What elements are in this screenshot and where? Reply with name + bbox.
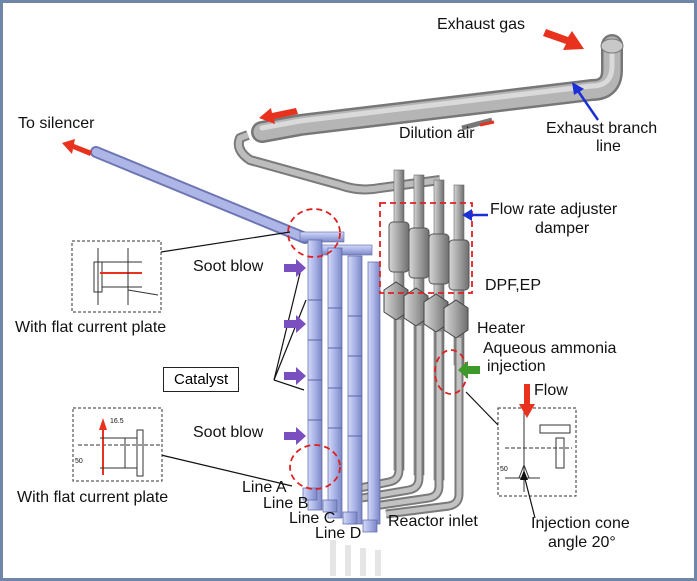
label-exhaust-gas: Exhaust gas <box>437 16 526 33</box>
inset-dim-2: 50 <box>75 458 83 465</box>
inset-dim-3: 50 <box>500 466 508 473</box>
label-dpf-ep: DPF,EP <box>485 277 542 294</box>
label-damper: damper <box>535 220 590 237</box>
flow-arrow <box>519 404 535 418</box>
dilution-pipe <box>233 117 493 195</box>
label-exhaust-branch: Exhaust branch <box>546 120 658 137</box>
silencer-pipe <box>90 146 311 244</box>
inset-top <box>71 240 162 313</box>
injection-arrow <box>458 361 480 379</box>
gray-branch-pipes <box>349 169 470 519</box>
label-catalyst: Catalyst <box>163 367 240 392</box>
soot-blow-arrow-3 <box>284 367 306 385</box>
label-injection: injection <box>487 358 546 375</box>
main-pipe-flow-arrow <box>259 108 298 124</box>
label-heater: Heater <box>477 320 526 337</box>
label-dilution-air: Dilution air <box>399 125 475 142</box>
label-flow-rate-adjuster: Flow rate adjuster <box>490 201 618 218</box>
label-flat-plate-top: With flat current plate <box>15 319 167 336</box>
label-soot-blow-top: Soot blow <box>193 258 264 275</box>
label-flat-plate-bottom: With flat current plate <box>17 489 169 506</box>
label-cone-angle: angle 20° <box>548 534 616 551</box>
label-flow: Flow <box>534 382 568 399</box>
label-exhaust-branch-line: line <box>596 138 621 155</box>
catalyst-columns <box>299 231 381 533</box>
label-aqueous-ammonia: Aqueous ammonia <box>483 340 617 357</box>
silencer-arrow <box>62 139 92 156</box>
label-injection-cone: Injection cone <box>531 515 630 532</box>
soot-blow-arrow-1 <box>284 259 306 277</box>
label-line-b: Line B <box>263 495 309 512</box>
label-line-d: Line D <box>315 525 362 542</box>
inset-dim-1: 16.5 <box>110 418 124 425</box>
inset-injection <box>497 407 577 497</box>
label-reactor-inlet: Reactor inlet <box>388 513 478 530</box>
label-line-c: Line C <box>289 510 336 527</box>
reflection <box>330 540 381 576</box>
arrows <box>62 29 600 519</box>
label-to-silencer: To silencer <box>18 115 95 132</box>
label-soot-blow-bottom: Soot blow <box>193 424 264 441</box>
inset-bottom <box>72 407 163 482</box>
soot-blow-arrow-2 <box>284 315 306 333</box>
exhaust-branch-arrow <box>574 87 600 121</box>
exhaust-main-pipe <box>251 34 624 143</box>
exhaust-gas-arrow <box>543 29 584 50</box>
soot-blow-arrow-4 <box>284 427 306 445</box>
label-line-a: Line A <box>242 479 287 496</box>
